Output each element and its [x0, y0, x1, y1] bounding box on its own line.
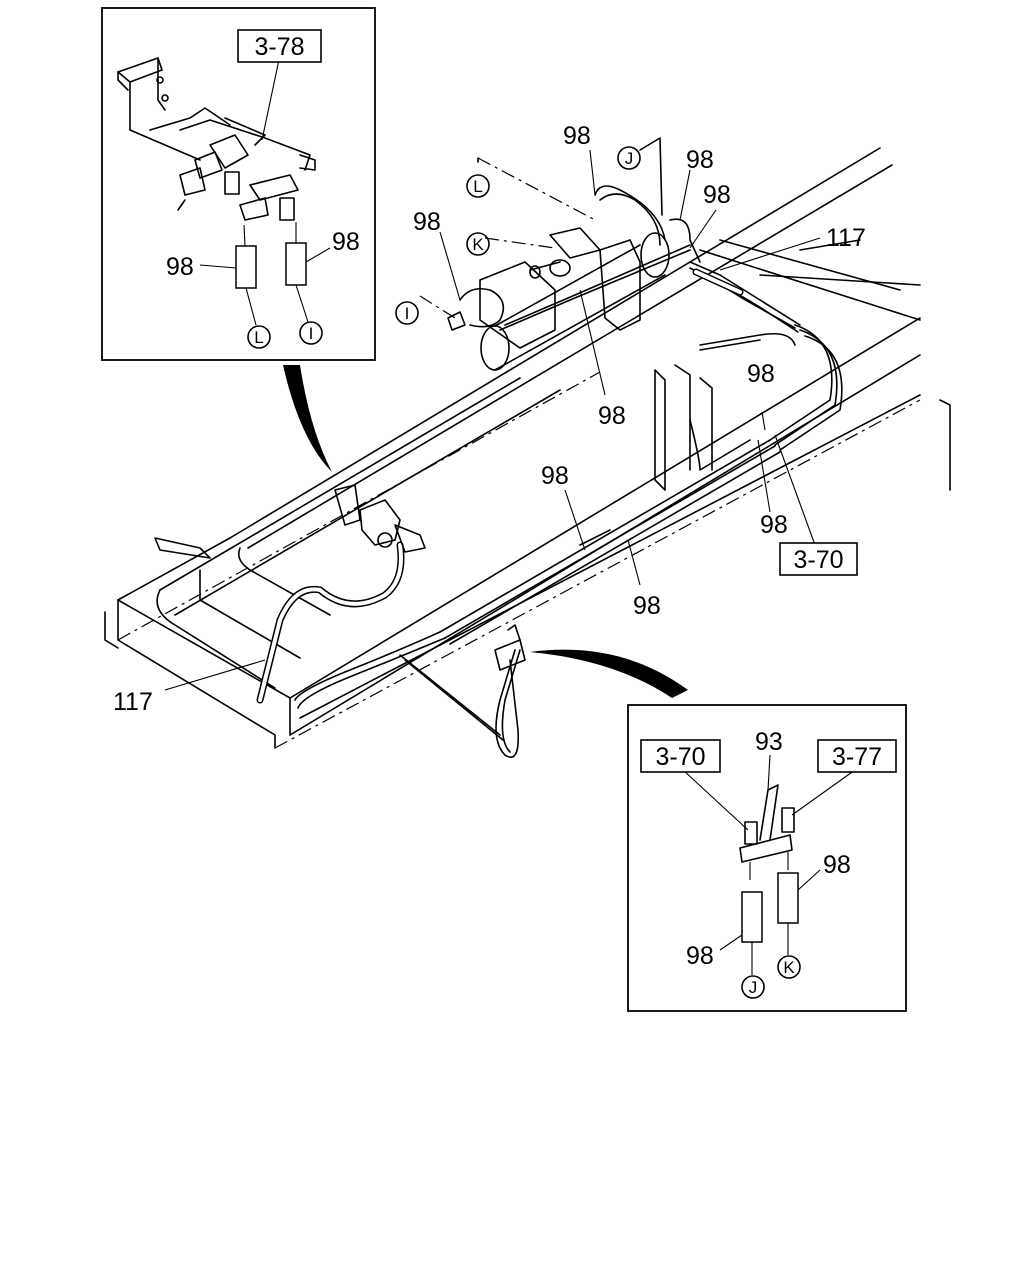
part-98-label: 98 [760, 511, 788, 539]
leader-lines-main [164, 149, 821, 691]
part-98-label: 98 [332, 228, 360, 256]
svg-text:L: L [473, 177, 482, 196]
connector-J-marker: J [617, 146, 641, 170]
part-98-label: 98 [703, 181, 731, 209]
reservoir-tank [447, 227, 670, 371]
part-98-label: 98 [686, 146, 714, 174]
part-117-label: 117 [113, 688, 153, 716]
ref-box-3-77: 3-77 [817, 739, 897, 773]
svg-text:K: K [783, 958, 795, 977]
callout-dash-lines [419, 137, 663, 319]
part-117-label: 117 [826, 224, 866, 252]
part-98-label: 98 [563, 122, 591, 150]
connector-I-marker: I [395, 301, 419, 325]
part-98-label: 98 [747, 360, 775, 388]
part-98-label: 98 [686, 942, 714, 970]
connector-K-marker: K [777, 955, 801, 979]
connector-L-marker: L [466, 174, 490, 198]
ref-3-78-label: 3-78 [254, 33, 304, 61]
svg-text:L: L [254, 328, 263, 347]
svg-text:J: J [749, 978, 758, 997]
svg-text:K: K [472, 235, 484, 254]
valve-assembly-center [334, 484, 426, 553]
connector-J-marker: J [741, 975, 765, 999]
svg-text:I: I [405, 304, 410, 323]
connector-I-marker: I [299, 321, 323, 345]
connector-markers: L J K I L I J K [247, 146, 801, 999]
part-98-label: 98 [823, 851, 851, 879]
ref-3-70-inset-label: 3-70 [655, 743, 705, 771]
part-98-label: 98 [166, 253, 194, 281]
connector-front [494, 624, 526, 671]
curved-pointer-icon [283, 365, 688, 698]
chassis-frame [104, 147, 951, 749]
ref-box-3-70-main: 3-70 [779, 542, 858, 576]
part-number-labels: 98 98 98 98 117 98 98 98 98 98 117 98 98… [113, 122, 866, 970]
ref-3-70-label: 3-70 [793, 546, 843, 574]
connector-K-marker: K [466, 232, 490, 256]
flexible-hose-117 [256, 268, 744, 704]
ref-3-77-label: 3-77 [832, 743, 882, 771]
part-98-label: 98 [633, 592, 661, 620]
inset-top-left [101, 7, 376, 361]
svg-text:J: J [625, 149, 634, 168]
ref-box-3-70-inset: 3-70 [640, 739, 721, 773]
ref-box-3-78: 3-78 [237, 29, 322, 63]
connector-L-marker: L [247, 325, 271, 349]
brake-lines [294, 185, 843, 758]
part-93-label: 93 [755, 728, 783, 756]
part-98-label: 98 [413, 208, 441, 236]
part-98-label: 98 [598, 402, 626, 430]
svg-text:I: I [309, 324, 314, 343]
part-98-label: 98 [541, 462, 569, 490]
